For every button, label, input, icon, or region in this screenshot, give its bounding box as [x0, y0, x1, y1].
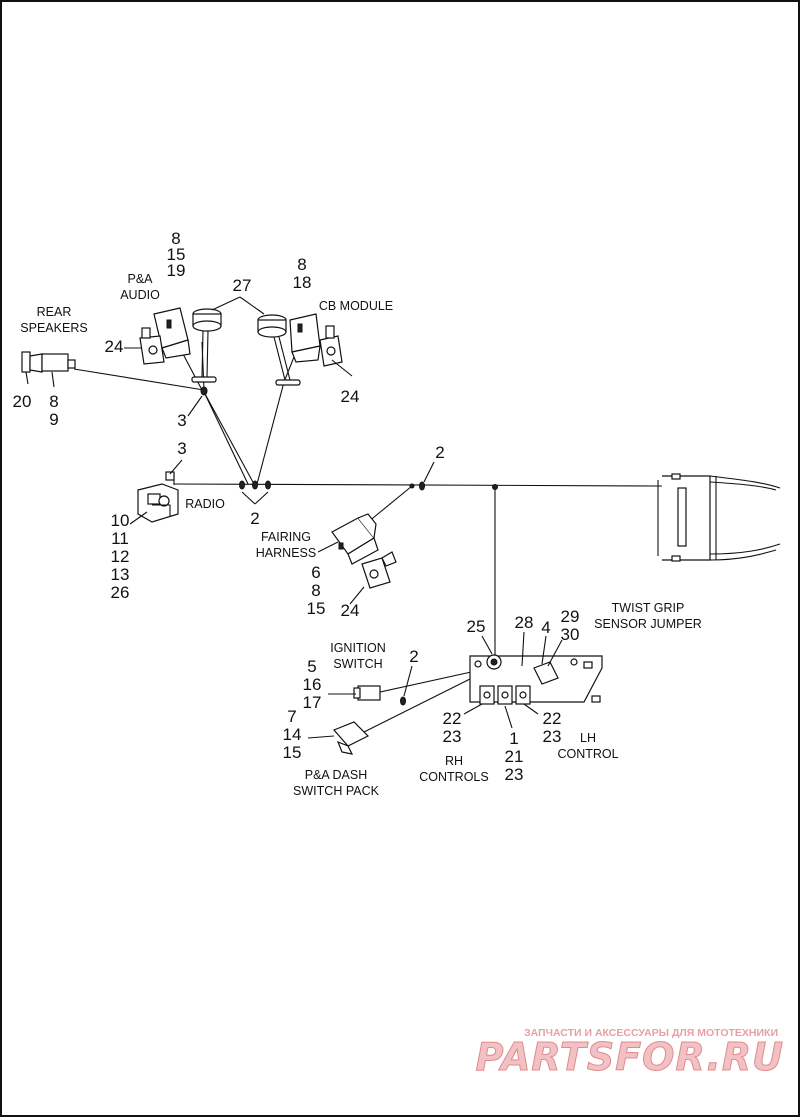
rh-controls-label-1: RH — [445, 754, 463, 768]
ignition-switch-connector — [353, 685, 381, 701]
dash-switch-pack-connector — [332, 721, 370, 755]
callout-bracket-27: 27 — [233, 276, 252, 295]
callout-radio-13: 13 — [111, 565, 130, 584]
callout-rh-23-left: 23 — [443, 727, 462, 746]
bracket-27-left — [191, 308, 222, 383]
pa-dash-label-2: SWITCH PACK — [293, 784, 380, 798]
callout-ignition-17: 17 — [303, 693, 322, 712]
callout-fairing-8: 8 — [311, 581, 320, 600]
callout-ignition-5: 5 — [307, 657, 316, 676]
pa-audio-connector — [153, 307, 191, 359]
radio-connector — [137, 471, 179, 523]
callout-pa-audio-15: 15 — [167, 245, 186, 264]
watermark-brand: PARTSFOR.RU — [476, 1035, 784, 1079]
switch-housing-bracket — [469, 654, 603, 705]
fairing-harness-label-1: FAIRING — [261, 530, 311, 544]
callout-4: 4 — [541, 618, 550, 637]
callout-center-21: 21 — [505, 747, 524, 766]
callout-rh-22-right: 22 — [543, 709, 562, 728]
radio-label: RADIO — [185, 497, 225, 511]
leader-lines — [25, 347, 563, 739]
callout-tie-2-center: 2 — [250, 509, 259, 528]
callout-twist-29: 29 — [561, 607, 580, 626]
lh-control-label-1: LH — [580, 731, 596, 745]
pa-audio-label-1: P&A — [127, 272, 153, 286]
fairing-harness-connector — [331, 513, 379, 565]
rear-speakers-label-2: SPEAKERS — [20, 321, 87, 335]
callout-28: 28 — [515, 613, 534, 632]
callout-radio-10: 10 — [111, 511, 130, 530]
lh-control-label-2: CONTROL — [557, 747, 618, 761]
callout-fairing-6: 6 — [311, 563, 320, 582]
callout-tie-3-radio: 3 — [177, 439, 186, 458]
callout-clip-24-cb: 24 — [341, 387, 360, 406]
rear-speakers-label-1: REAR — [37, 305, 72, 319]
handlebar-frame — [657, 473, 781, 562]
callout-speaker-8: 8 — [49, 392, 58, 411]
twist-grip-label-1: TWIST GRIP — [612, 601, 685, 615]
callout-dash-7: 7 — [287, 707, 296, 726]
callout-clip-24-left: 24 — [105, 337, 124, 356]
callout-cb-18: 18 — [293, 273, 312, 292]
pa-audio-label-2: AUDIO — [120, 288, 160, 302]
callout-tie-3-upper: 3 — [177, 411, 186, 430]
rh-controls-label-2: CONTROLS — [419, 770, 488, 784]
callout-rh-22-left: 22 — [443, 709, 462, 728]
clip-24-fairing — [361, 551, 397, 589]
twist-grip-label-2: SENSOR JUMPER — [594, 617, 702, 631]
callout-cb-8: 8 — [297, 255, 306, 274]
fairing-harness-label-2: HARNESS — [256, 546, 316, 560]
clip-24-cb — [319, 325, 343, 367]
ignition-switch-label-1: IGNITION — [330, 641, 386, 655]
callout-radio-11: 11 — [111, 529, 129, 548]
callout-numbers: 8 15 19 27 8 18 24 24 20 8 9 3 3 10 11 1… — [13, 229, 580, 784]
callout-dash-14: 14 — [283, 725, 302, 744]
callout-tie-2-right: 2 — [435, 443, 444, 462]
callout-pa-audio-19: 19 — [167, 261, 186, 280]
callout-center-1: 1 — [509, 729, 518, 748]
callout-twist-30: 30 — [561, 625, 580, 644]
callout-dash-15: 15 — [283, 743, 302, 762]
callout-pa-audio-8: 8 — [171, 229, 180, 248]
pa-dash-label-1: P&A DASH — [305, 768, 368, 782]
callout-center-23: 23 — [505, 765, 524, 784]
ignition-switch-label-2: SWITCH — [333, 657, 382, 671]
callout-radio-26: 26 — [111, 583, 130, 602]
clip-24-left — [139, 327, 165, 365]
callout-rh-23-right: 23 — [543, 727, 562, 746]
callout-clip-24-fairing: 24 — [341, 601, 360, 620]
callout-radio-12: 12 — [111, 547, 130, 566]
cb-module-label: CB MODULE — [319, 299, 393, 313]
cable-ties — [200, 386, 498, 706]
callout-25: 25 — [467, 617, 486, 636]
cb-module-connector — [289, 313, 321, 363]
callout-tie-2-lower: 2 — [409, 647, 418, 666]
rear-speaker-connector — [21, 351, 76, 373]
callout-speaker-9: 9 — [49, 410, 58, 429]
text-labels: REAR SPEAKERS P&A AUDIO CB MODULE RADIO … — [20, 272, 702, 798]
watermark-caption: ЗАПЧАСТИ И АКСЕССУАРЫ ДЛЯ МОТОТЕХНИКИ — [524, 1027, 778, 1039]
watermark: ЗАПЧАСТИ И АКСЕССУАРЫ ДЛЯ МОТОТЕХНИКИ PA… — [475, 1027, 784, 1080]
callout-ignition-16: 16 — [303, 675, 322, 694]
callout-fairing-15: 15 — [307, 599, 326, 618]
bracket-27-right — [257, 314, 301, 386]
callout-speaker-20: 20 — [13, 392, 32, 411]
